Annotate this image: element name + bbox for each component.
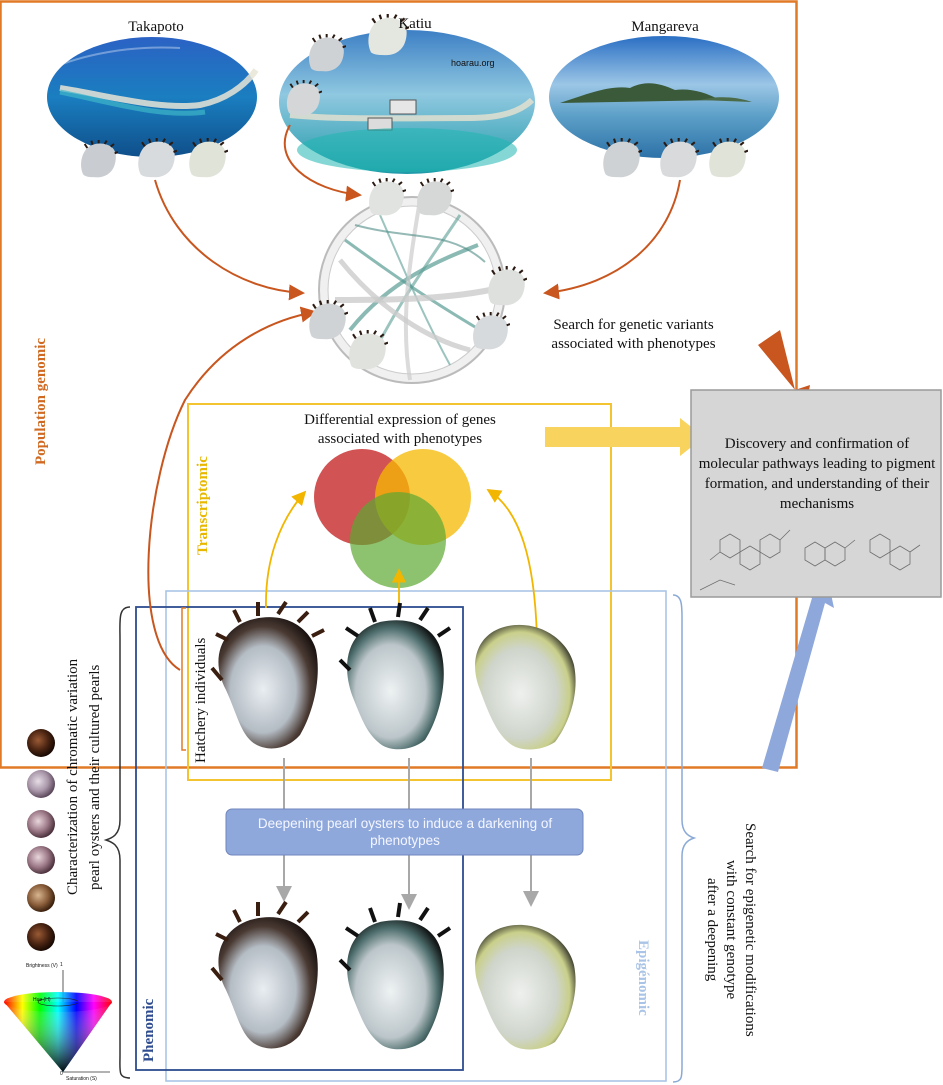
axis-one-label: 1 [60,962,63,968]
hsv-cone [4,970,112,1073]
pearl-dark-2 [27,923,55,951]
arrow-takapoto-to-circos [154,179,305,301]
shell-blue-deepened [338,902,452,1050]
characterization-label: Characterization of chromatic variation … [65,658,103,896]
hatchery-label: Hatchery individuals [193,637,209,763]
deepening-label: Deepening pearl oysters to induce a dark… [257,816,553,848]
mangareva-label: Mangareva [631,19,699,35]
population-genomic-label: Population genomic [33,337,49,465]
circos-plot [318,196,506,384]
pearl-column [27,729,55,951]
small-shells-takapoto [80,138,228,179]
arrow-transcriptomic-to-discovery [545,418,704,456]
phenomic-label: Phenomic [141,998,157,1062]
right-brace [672,594,697,1083]
takapoto-photo [47,37,259,157]
katiu-label: Katiu [398,16,432,32]
small-shells-mangareva [602,138,748,179]
arrow-shell3-to-venn [486,489,538,641]
molecule-structures [699,529,921,591]
epigenomic-frame [165,590,667,1082]
brightness-axis-label: Brightness (V) [26,963,58,969]
axis-zero-label: 0 [60,1071,63,1077]
shell-green-hatchery [475,624,576,750]
watermark-text: hoarau.org [451,58,495,68]
venn-green [350,492,446,588]
discovery-label: Discovery and confirmation of molecular … [698,436,936,512]
arrow-mangareva-to-circos [543,179,681,300]
katiu-photo [279,30,535,174]
pearl-grey [27,770,55,798]
pearl-mauve-1 [27,810,55,838]
genetic-variants-label: Search for genetic variants associated w… [551,317,716,352]
left-brace [103,606,131,1079]
epigenomic-label: Epigénomic [635,940,651,1016]
pearl-dark-1 [27,729,55,757]
venn-diagram [314,449,471,588]
transcriptomic-frame [187,403,612,781]
arrow-shell1-to-venn [265,490,307,609]
transcriptomic-label: Transcriptomic [195,456,211,555]
arrow-epigenomic-to-discovery [762,575,834,772]
hue-axis-label: Hue (H) [33,997,51,1003]
population-genomic-frame [0,0,798,769]
pearl-mauve-2 [27,846,55,874]
discovery-box [690,389,942,598]
differential-expression-label: Differential expression of genes associa… [304,412,496,447]
arrow-katiu-to-circos [283,124,362,202]
takapoto-label: Takapoto [128,19,184,35]
deepening-box [225,808,584,856]
epigenetic-search-label: Search for epigenetic modifications with… [704,823,758,1037]
arrow-hatchery-to-circos [147,306,317,671]
pearl-brown [27,884,55,912]
shell-dark-hatchery [210,600,325,749]
hatchery-bracket [181,607,186,751]
shell-dark-deepened [210,900,318,1049]
shell-green-deepened [475,924,576,1050]
shell-blue-hatchery [338,602,452,750]
saturation-axis-label: Saturation (S) [66,1076,97,1082]
mangareva-photo [549,36,779,158]
